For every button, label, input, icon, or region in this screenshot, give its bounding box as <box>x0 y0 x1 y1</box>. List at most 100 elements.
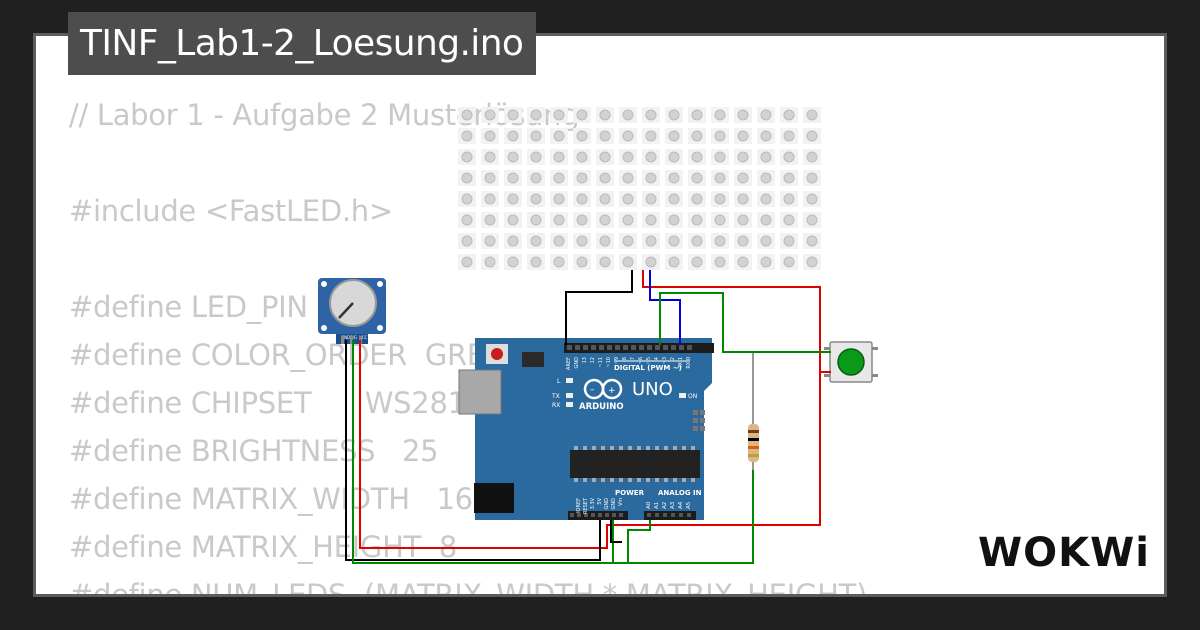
digital-pin[interactable] <box>615 345 620 350</box>
matrix-led <box>527 233 545 249</box>
matrix-led <box>481 128 499 144</box>
window-title: TINF_Lab1-2_Loesung.ino <box>68 12 537 75</box>
matrix-led <box>711 254 729 270</box>
matrix-led <box>757 128 775 144</box>
matrix-led <box>734 149 752 165</box>
digital-pin-label: 2 <box>670 357 676 360</box>
matrix-led <box>665 233 683 249</box>
matrix-led <box>665 107 683 123</box>
matrix-led <box>757 191 775 207</box>
digital-pin[interactable] <box>687 345 692 350</box>
matrix-led <box>504 128 522 144</box>
svg-text:–: – <box>590 385 595 395</box>
wire-gnd-extra <box>610 520 622 543</box>
matrix-led <box>757 170 775 186</box>
matrix-led <box>550 149 568 165</box>
matrix-led <box>665 191 683 207</box>
microcontroller-chip <box>570 450 700 478</box>
digital-pin[interactable] <box>631 345 636 350</box>
digital-pin-label: TX 1 <box>678 357 684 369</box>
matrix-led <box>619 149 637 165</box>
digital-pin-label: ~10 <box>606 357 612 368</box>
digital-pin[interactable] <box>623 345 628 350</box>
matrix-led <box>734 254 752 270</box>
digital-pin[interactable] <box>567 345 572 350</box>
matrix-led <box>573 170 591 186</box>
matrix-led <box>596 170 614 186</box>
matrix-led <box>734 233 752 249</box>
matrix-led <box>619 107 637 123</box>
matrix-led <box>711 128 729 144</box>
matrix-led <box>458 191 476 207</box>
digital-pin-label: AREF <box>566 357 572 370</box>
pushbutton-cap[interactable] <box>837 348 865 376</box>
matrix-led <box>757 149 775 165</box>
analog-pin-label: A3 <box>670 501 676 509</box>
matrix-led <box>688 212 706 228</box>
digital-pin[interactable] <box>679 345 684 350</box>
matrix-led <box>619 170 637 186</box>
matrix-led <box>458 254 476 270</box>
matrix-led <box>665 254 683 270</box>
power-pin-label: GND <box>604 498 610 510</box>
led-tx-label: TX <box>551 393 560 400</box>
digital-pin-label: 13 <box>582 357 588 363</box>
matrix-led <box>481 233 499 249</box>
matrix-led <box>573 149 591 165</box>
digital-pin[interactable] <box>591 345 596 350</box>
digital-pin[interactable] <box>599 345 604 350</box>
matrix-led <box>527 191 545 207</box>
matrix-led <box>527 254 545 270</box>
code-line: // Labor 1 - Aufgabe 2 Musterlösung <box>69 98 580 132</box>
analog-pin-label: A1 <box>654 502 660 509</box>
matrix-led <box>803 233 821 249</box>
digital-pin[interactable] <box>671 345 676 350</box>
pushbutton[interactable] <box>824 341 878 383</box>
potentiometer[interactable]: GND SIG VCC <box>318 278 386 344</box>
power-pin-label: GND <box>611 498 617 510</box>
matrix-led <box>757 254 775 270</box>
matrix-led <box>550 107 568 123</box>
matrix-led <box>481 212 499 228</box>
matrix-led <box>711 149 729 165</box>
matrix-led <box>734 128 752 144</box>
board-brand: ARDUINO <box>579 402 624 412</box>
matrix-led <box>596 233 614 249</box>
matrix-led <box>688 170 706 186</box>
digital-pin[interactable] <box>583 345 588 350</box>
matrix-led <box>665 128 683 144</box>
matrix-led <box>619 128 637 144</box>
matrix-led <box>550 254 568 270</box>
matrix-led <box>481 149 499 165</box>
code-line: #define MATRIX_WIDTH 16 <box>69 482 473 516</box>
matrix-led <box>458 233 476 249</box>
matrix-led <box>481 191 499 207</box>
matrix-led <box>711 191 729 207</box>
digital-pin[interactable] <box>639 345 644 350</box>
matrix-led <box>757 107 775 123</box>
matrix-led <box>596 254 614 270</box>
reset-button[interactable] <box>491 348 503 360</box>
digital-pin[interactable] <box>607 345 612 350</box>
led-matrix[interactable] <box>458 107 821 270</box>
digital-pin[interactable] <box>655 345 660 350</box>
matrix-led <box>711 233 729 249</box>
matrix-led <box>504 191 522 207</box>
led-rx-label: RX <box>552 402 560 409</box>
wire-pot-sig <box>352 340 651 564</box>
matrix-led <box>642 107 660 123</box>
digital-pin[interactable] <box>647 345 652 350</box>
matrix-led <box>527 128 545 144</box>
matrix-led <box>481 254 499 270</box>
matrix-led <box>619 233 637 249</box>
pot-pin-label-gnd: GND <box>341 335 350 340</box>
analog-pin-label: A5 <box>686 501 692 509</box>
wire-button-d2 <box>659 292 831 353</box>
resistor <box>748 352 759 470</box>
matrix-led <box>665 149 683 165</box>
digital-pin[interactable] <box>663 345 668 350</box>
digital-pin[interactable] <box>575 345 580 350</box>
matrix-led <box>504 107 522 123</box>
wire-pot-gnd <box>345 340 601 561</box>
